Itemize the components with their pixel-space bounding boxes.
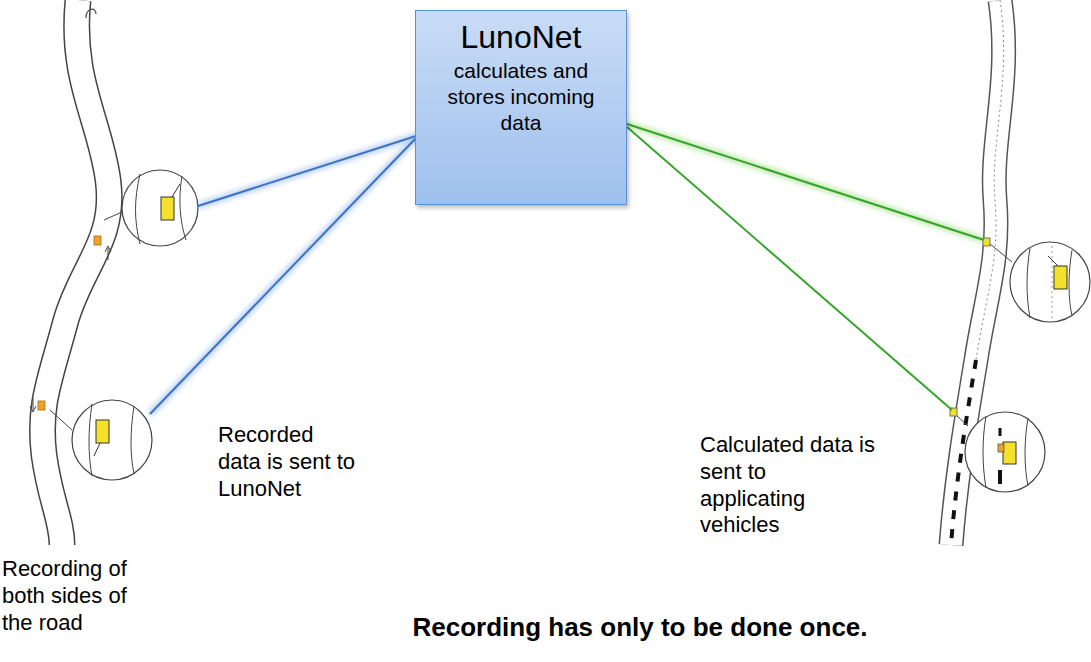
zoom-circle	[72, 400, 152, 480]
upload-line	[150, 136, 416, 414]
zoom-circle	[965, 412, 1045, 492]
server-box: LunoNetcalculates and stores incoming da…	[415, 10, 627, 205]
download-line	[627, 124, 984, 410]
zoom-circle	[1010, 242, 1090, 322]
caption: Recording has only to be done once.	[330, 612, 950, 643]
node-title: LunoNet	[426, 19, 616, 56]
note-label: Recording of both sides of the road	[2, 556, 162, 636]
note-label: Calculated data is sent to applicating v…	[700, 432, 875, 539]
node-body: calculates and stores incoming data	[426, 58, 616, 137]
zoom-circle	[122, 170, 198, 246]
note-label: Recorded data is sent to LunoNet	[218, 422, 358, 502]
